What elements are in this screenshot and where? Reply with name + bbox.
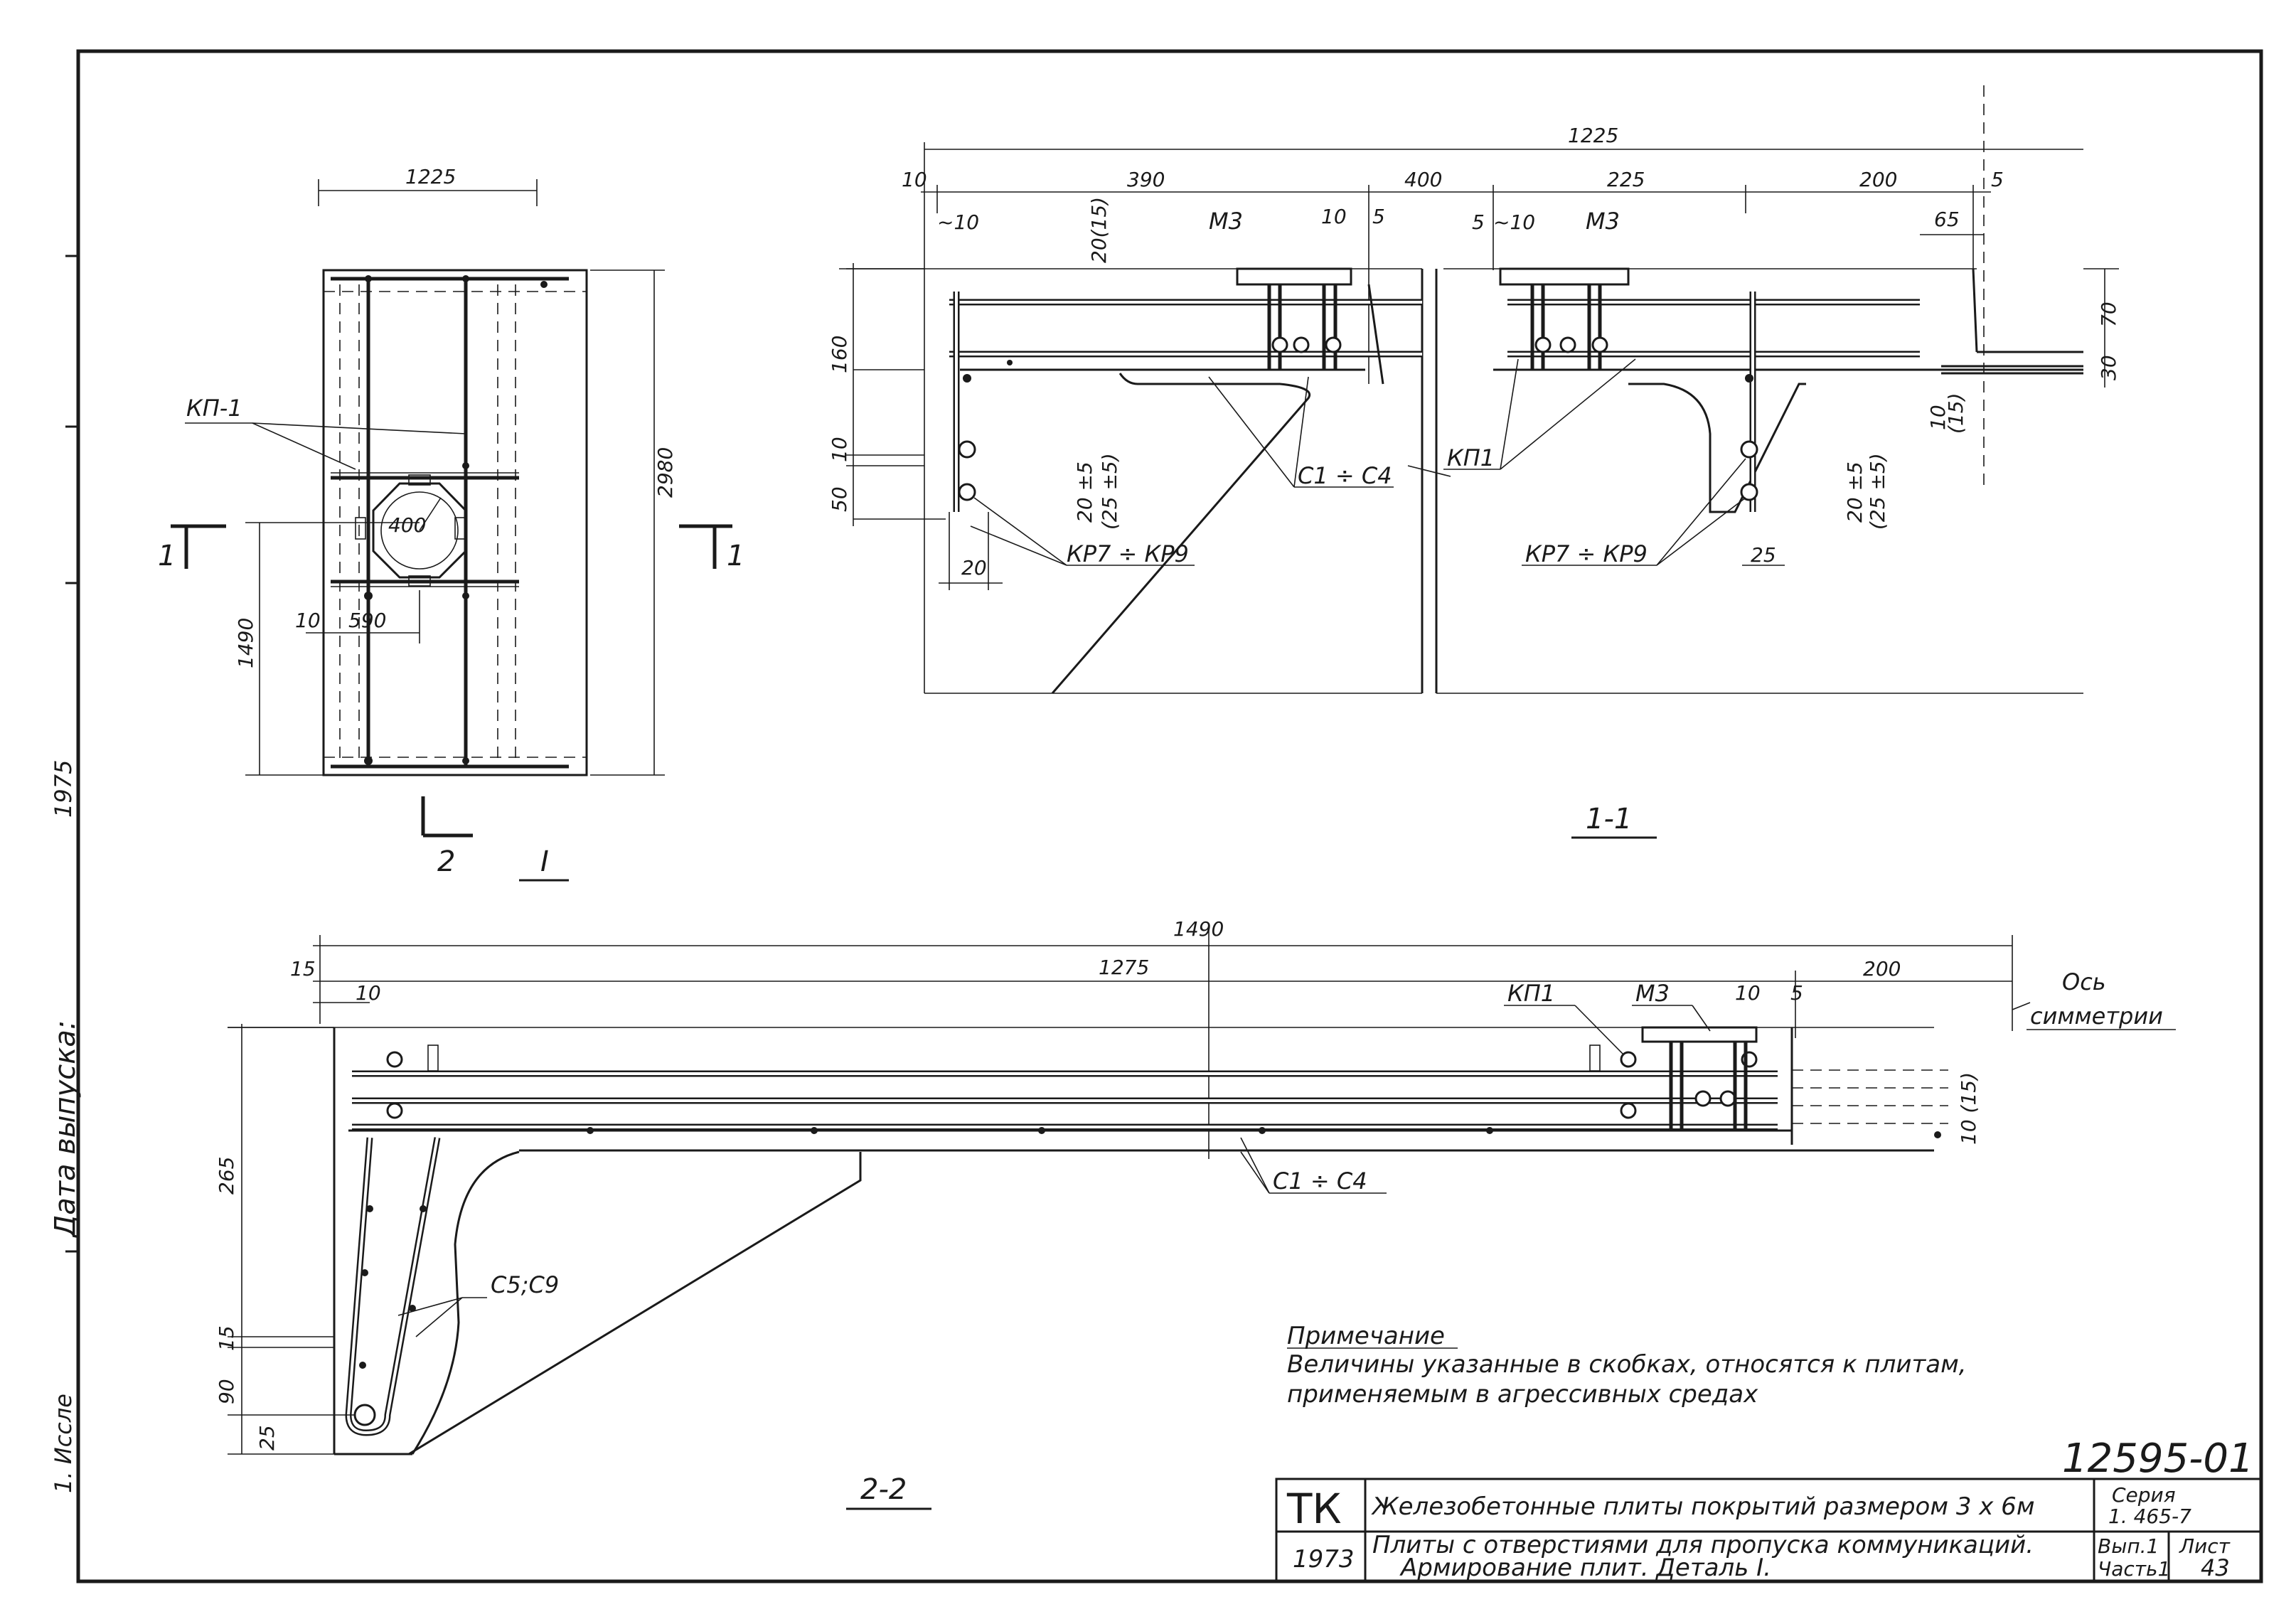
plan-dim-right: 2980 <box>653 447 677 498</box>
s2-dim-1490: 1490 <box>1173 917 1224 941</box>
s1-dim-160: 160 <box>828 336 851 373</box>
s1-dim-5b: 5 <box>1372 205 1385 228</box>
s1-dim-m10a: ~10 <box>937 210 979 234</box>
s1-dim-15: (15) <box>1944 393 1967 434</box>
s2-dim-200: 200 <box>1863 957 1901 981</box>
s2-dim-10a: 10 <box>356 981 381 1005</box>
plan-dim-top: 1225 <box>405 165 456 188</box>
note-heading: Примечание <box>1287 1322 1445 1350</box>
title-stamp: 12595-01 ТК 1973 Железобетонные плиты по… <box>1275 1436 2263 1583</box>
s2-axis-2: симметрии <box>2030 1003 2163 1030</box>
s1-dim-25pm5a: (25 ±5) <box>1098 453 1121 530</box>
s1-dim-10: 10 <box>902 168 927 191</box>
plan-marker-1-right: 1 <box>727 540 744 572</box>
s2-dim-15: 15 <box>290 957 316 981</box>
s1-dim-390: 390 <box>1127 168 1165 191</box>
s1-dim-10c: 10 <box>828 437 851 462</box>
s2-axis-1: Ось <box>2062 968 2106 995</box>
stamp-sheet-value: 43 <box>2201 1554 2230 1581</box>
s1-dim-30: 30 <box>2097 355 2120 380</box>
s2-label-m3: М3 <box>1635 980 1670 1007</box>
plan-dim-left: 1490 <box>234 618 257 668</box>
margin-year: 1975 <box>50 760 77 818</box>
s2-dim-1275: 1275 <box>1099 956 1149 979</box>
section-2-2: 1490 15 1275 200 10 КП1 М3 10 5 Ось симм… <box>215 917 2176 1510</box>
stamp-series-value: 1. 465-7 <box>2108 1505 2191 1528</box>
s1-dim-10-15: 10 <box>1926 405 1950 430</box>
plan-marker-2: 2 <box>437 845 455 878</box>
s1-label-c1c4: С1 ÷ С4 <box>1298 462 1392 489</box>
stamp-part: Часть1 <box>2098 1557 2170 1581</box>
plan-dim-590: 590 <box>348 609 386 632</box>
stamp-year: 1973 <box>1293 1545 1355 1574</box>
stamp-title2: Плиты с отверстиями для пропуска коммуни… <box>1372 1531 2034 1559</box>
doc-number: 12595-01 <box>2062 1436 2254 1482</box>
note-line1: Величины указанные в скобках, относятся … <box>1287 1350 1967 1379</box>
s1-dim-20-15: 20(15) <box>1087 197 1111 263</box>
s1-dim-400: 400 <box>1404 168 1442 191</box>
stamp-org: ТК <box>1286 1485 1342 1533</box>
s1-title: 1-1 <box>1586 803 1632 835</box>
s1-dim-225: 225 <box>1607 168 1645 191</box>
s1-dim-70: 70 <box>2097 301 2120 327</box>
s1-label-kp1: КП1 <box>1447 444 1495 471</box>
s2-dim-10b: 10 <box>1735 981 1761 1005</box>
s2-dim-10-15: 10 (15) <box>1957 1072 1980 1145</box>
s1-dim-25pm5b: (25 ±5) <box>1866 453 1889 530</box>
s2-dim-5: 5 <box>1790 981 1803 1005</box>
stamp-sheet-label: Лист <box>2179 1534 2231 1558</box>
margin-date-label: Дата выпуска: <box>49 1020 82 1239</box>
plan-label-kp1: КП-1 <box>186 395 242 422</box>
s1-dim-20a: 20 <box>961 556 987 579</box>
section-1-1: 1225 10 390 400 225 200 5 ~10 20(15) М3 … <box>828 85 2120 839</box>
s2-dim-265: 265 <box>215 1157 238 1195</box>
s2-label-c5c9: С5;С9 <box>491 1271 559 1298</box>
s1-dim-total: 1225 <box>1568 124 1618 147</box>
plan-dim-10: 10 <box>295 609 321 632</box>
plan-view: 1225 400 2980 <box>158 165 744 882</box>
stamp-issue: Вып.1 <box>2098 1534 2159 1558</box>
sheet-frame <box>76 49 2263 1583</box>
note-block: Примечание Величины указанные в скобках,… <box>1287 1322 1967 1409</box>
s1-dim-25: 25 <box>1751 543 1776 567</box>
plan-dim-400: 400 <box>388 513 426 537</box>
s2-label-kp1: КП1 <box>1507 980 1555 1007</box>
s1-dim-200: 200 <box>1859 168 1897 191</box>
stamp-title3: Армирование плит. Деталь I. <box>1399 1554 1771 1582</box>
stamp-title1: Железобетонные плиты покрытий размером 3… <box>1371 1492 2034 1521</box>
s1-dim-10b: 10 <box>1321 205 1347 228</box>
s1-label-m3b: М3 <box>1586 208 1620 235</box>
plan-marker-1-left: 1 <box>158 540 176 572</box>
s1-dim-5c: 5 <box>1472 210 1485 234</box>
s2-dim-15b: 15 <box>215 1325 238 1351</box>
s1-dim-65: 65 <box>1934 208 1960 231</box>
s1-label-kr-b: КР7 ÷ КР9 <box>1525 540 1648 567</box>
s1-label-kr-a: КР7 ÷ КР9 <box>1067 540 1189 567</box>
s1-label-m3a: М3 <box>1209 208 1243 235</box>
s2-dim-25: 25 <box>255 1425 279 1451</box>
s1-dim-50: 50 <box>828 486 851 512</box>
s2-title: 2-2 <box>860 1473 907 1506</box>
s1-dim-20pm5a: 20 ±5 <box>1073 461 1096 523</box>
s1-dim-20pm5b: 20 ±5 <box>1843 461 1867 523</box>
s1-dim-5a: 5 <box>1991 168 2004 191</box>
s2-label-c1c4: С1 ÷ С4 <box>1273 1168 1367 1195</box>
note-line2: применяемым в агрессивных средах <box>1287 1380 1758 1409</box>
margin-inv: 1. Иссле <box>50 1394 77 1493</box>
stamp-series-label: Серия <box>2112 1483 2176 1507</box>
s1-dim-m10b: ~10 <box>1493 210 1535 234</box>
s2-dim-90: 90 <box>215 1379 238 1404</box>
plan-view-title: I <box>540 845 549 878</box>
